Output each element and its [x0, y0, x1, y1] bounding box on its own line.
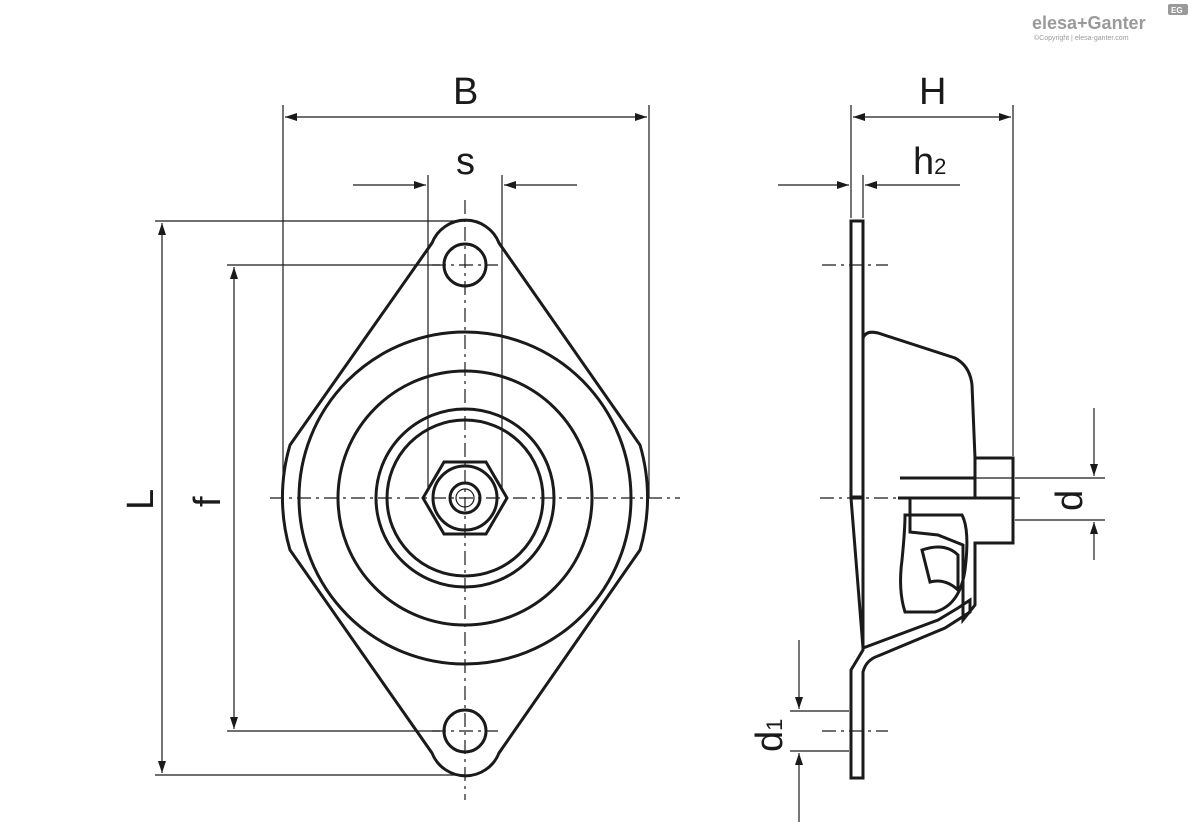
- dim-label-d: d: [1049, 490, 1091, 511]
- insert-recess: [920, 545, 960, 594]
- dim-label-s: s: [456, 141, 475, 183]
- base-plate: [849, 219, 865, 499]
- logo-copyright: ©Copyright | elesa-ganter.com: [1034, 34, 1129, 42]
- logo-brand-text: elesa+Ganter: [1032, 13, 1146, 33]
- side-view: H h2 d d1: [749, 71, 1105, 822]
- base-plate-section: [849, 496, 972, 780]
- flange-outline: [280, 218, 650, 778]
- housing-lower-shell: [898, 496, 1015, 625]
- dim-label-L: L: [120, 489, 162, 510]
- logo-badge-text: EG: [1171, 6, 1183, 15]
- dim-label-d1: d1: [749, 719, 791, 752]
- dim-label-d1-sub: 1: [762, 719, 787, 731]
- dim-label-d1-main: d: [749, 731, 791, 752]
- dim-label-H: H: [919, 71, 946, 113]
- front-view: B s L f: [120, 71, 680, 800]
- brand-logo: elesa+Ganter EG ©Copyright | elesa-gante…: [1032, 4, 1188, 42]
- dim-label-h2-main: h: [913, 141, 934, 183]
- housing-upper-profile: [861, 330, 977, 459]
- dim-label-B: B: [453, 71, 478, 113]
- dim-label-h2-sub: 2: [934, 154, 946, 179]
- dim-label-f: f: [187, 496, 229, 507]
- logo-badge: [1168, 4, 1188, 15]
- rubber-element: [899, 513, 969, 614]
- dim-label-h2: h2: [913, 141, 946, 183]
